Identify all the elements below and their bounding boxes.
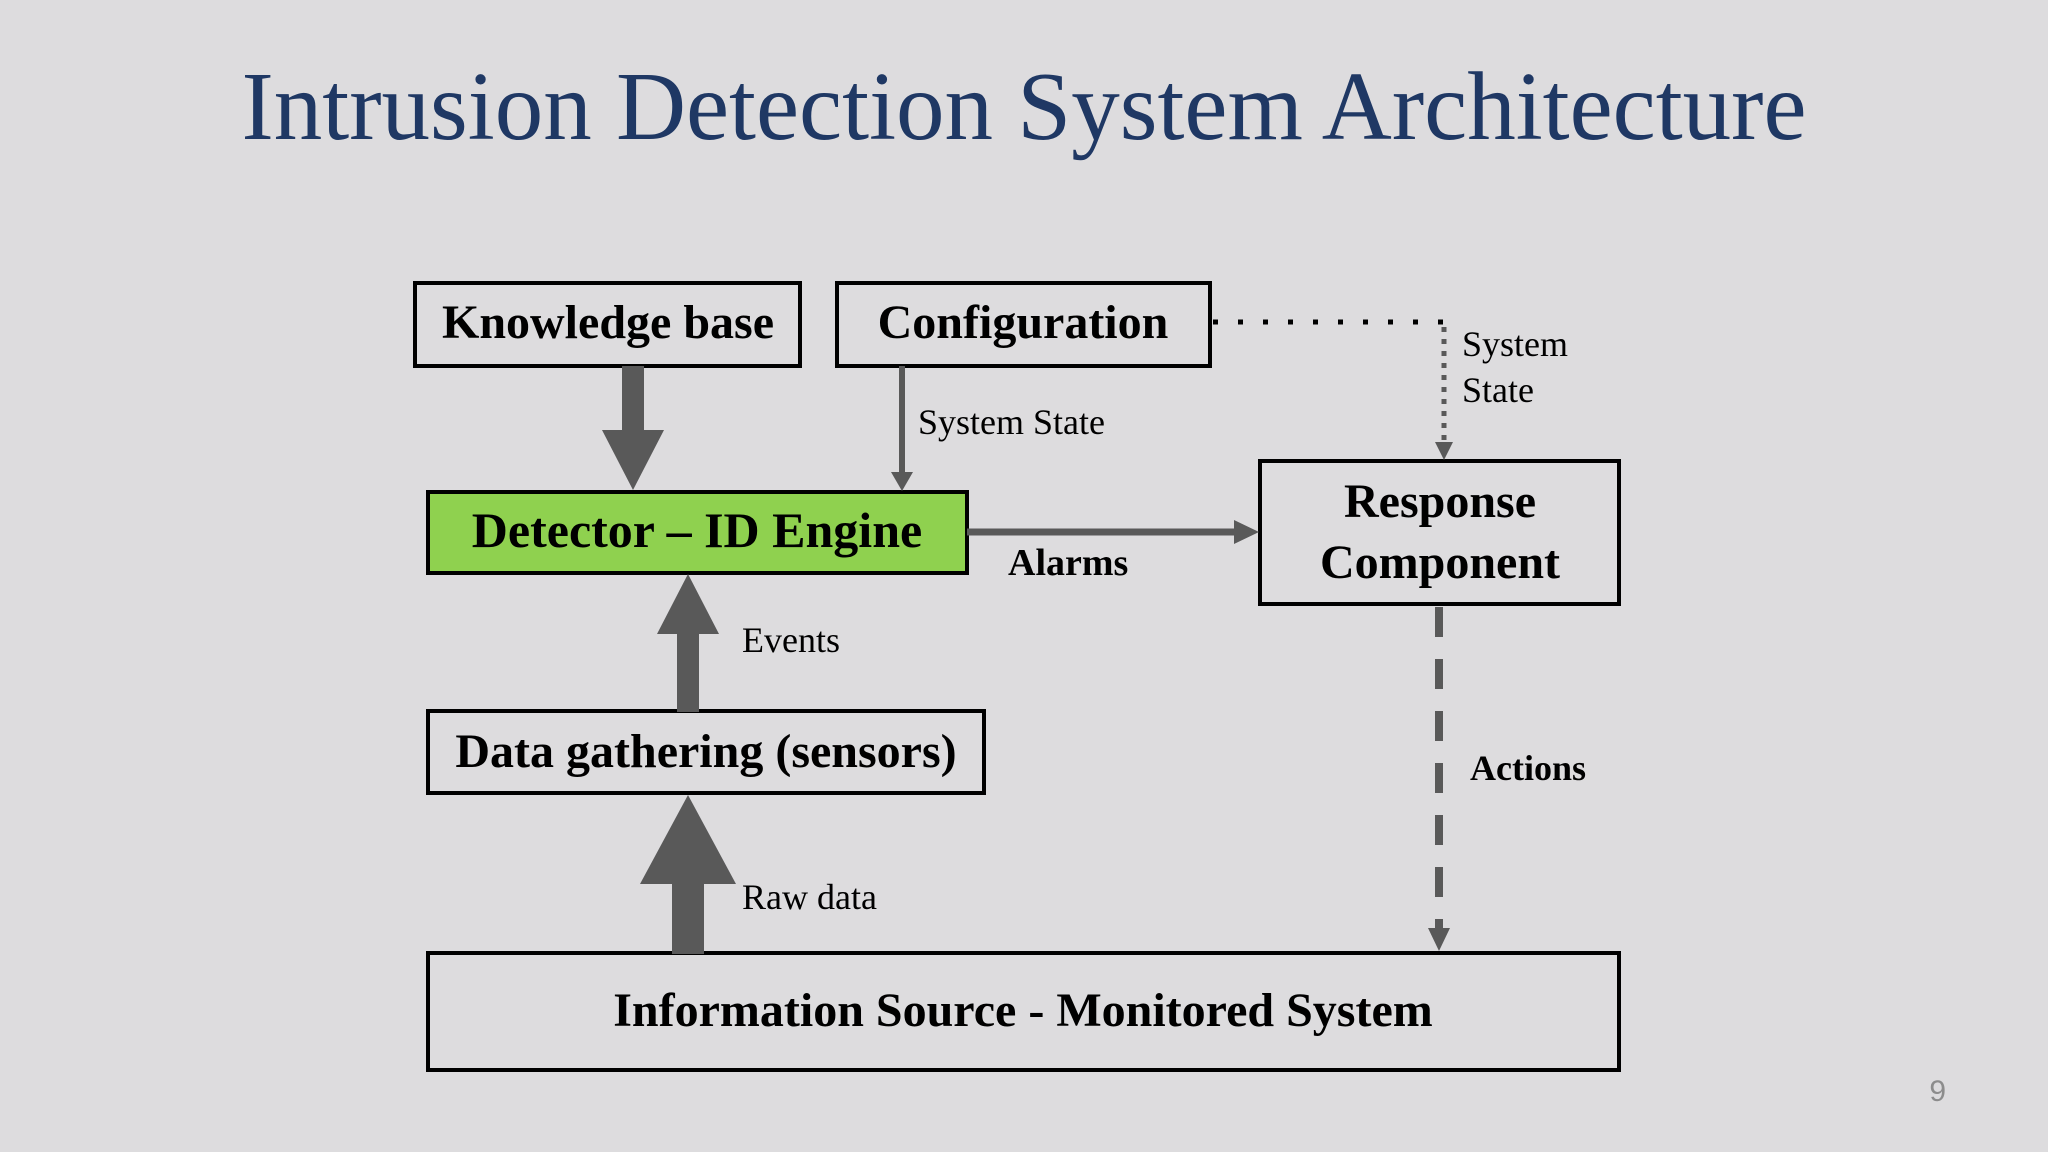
knowledge-to-detector-arrow: [602, 366, 664, 490]
response-label-line2: Component: [1320, 536, 1560, 589]
information-source-label: Information Source - Monitored System: [613, 984, 1433, 1037]
slide-title: Intrusion Detection System Architecture: [241, 53, 1807, 160]
detector-box: [426, 490, 969, 575]
alarms-label: Alarms: [1008, 542, 1128, 584]
data-gathering-label: Data gathering (sensors): [455, 725, 956, 778]
page-number: 9: [1929, 1075, 1946, 1108]
actions-label: Actions: [1470, 748, 1586, 788]
config-to-response-dotted-arrow: [1213, 319, 1453, 460]
alarms-arrow: [967, 520, 1259, 544]
config-to-detector-label: System State: [918, 402, 1105, 442]
raw-data-arrow: [640, 795, 736, 954]
detector-node: Detector – ID Engine: [426, 490, 969, 575]
config-to-detector-arrow: [891, 366, 913, 491]
response-label-line1: Response: [1344, 475, 1536, 528]
raw-data-label: Raw data: [742, 877, 877, 917]
actions-arrow: [1428, 607, 1450, 951]
config-to-response-label-line2: State: [1462, 370, 1534, 410]
events-label: Events: [742, 620, 840, 660]
response-component-node: Response Component: [1258, 459, 1621, 606]
configuration-node: Configuration: [835, 281, 1212, 368]
data-gathering-node: Data gathering (sensors): [426, 709, 986, 795]
configuration-label: Configuration: [878, 296, 1169, 349]
information-source-node: Information Source - Monitored System: [426, 951, 1621, 1072]
detector-label: Detector – ID Engine: [472, 502, 922, 558]
events-arrow: [657, 574, 719, 712]
config-to-response-label-line1: System: [1462, 324, 1568, 364]
knowledge-base-label: Knowledge base: [442, 296, 774, 349]
knowledge-base-node: Knowledge base: [413, 281, 802, 368]
